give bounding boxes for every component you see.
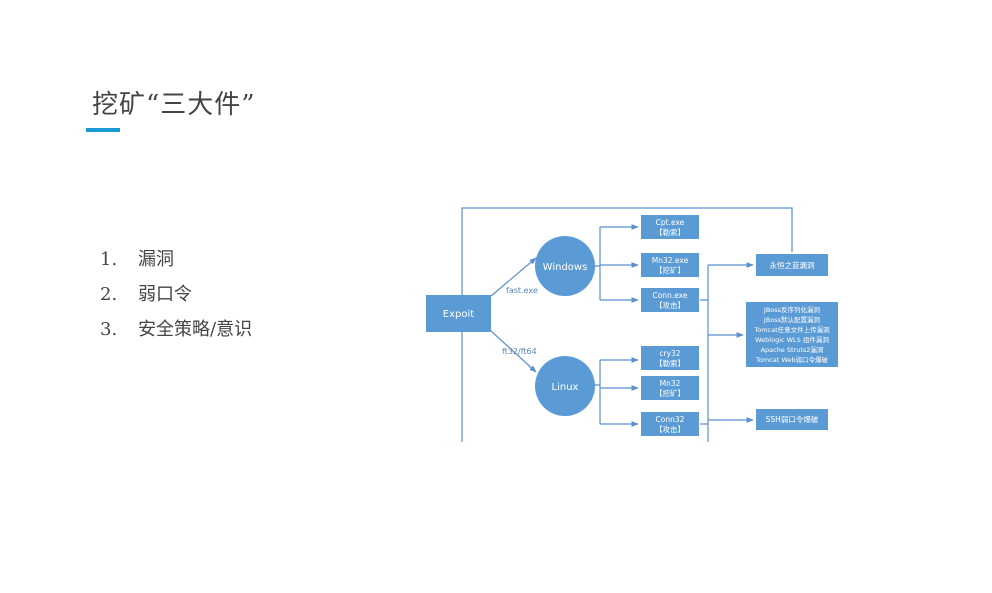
- connector-lines: [461, 207, 793, 442]
- linux-file-name: cry32: [659, 349, 680, 358]
- attack-collector-line: [700, 265, 709, 442]
- linux-file-role: 【勒索】: [655, 358, 685, 368]
- windows-node: [535, 236, 595, 296]
- edge-label-windows: fast.exe: [506, 286, 538, 295]
- linux-file-role: 【挖矿】: [655, 388, 685, 398]
- web-vuln-label: JBoss默认配置漏洞: [763, 315, 821, 324]
- web-vulns-node: [746, 302, 838, 367]
- web-vuln-label: Weblogic WLS 组件漏洞: [755, 335, 829, 344]
- list-item-number: 1.: [100, 249, 118, 270]
- windows-file-name: Conn.exe: [652, 291, 687, 300]
- list-item-number: 3.: [100, 319, 118, 340]
- edge-to-windows: [490, 257, 537, 297]
- windows-file-name: Cpt.exe: [656, 218, 685, 227]
- edge-label-linux: ft32/ft64: [502, 347, 537, 356]
- web-vuln-label: Tomcat任意文件上传漏洞: [753, 325, 830, 334]
- edge-to-linux: [490, 330, 537, 373]
- loop-line-top: [461, 207, 793, 296]
- list-item: 1. 漏洞: [100, 242, 252, 277]
- exploit-node-label: Expoit: [443, 309, 474, 320]
- windows-file-box: [641, 253, 699, 277]
- eternalblue-node: [756, 254, 828, 276]
- linux-file-name: Conn32: [656, 415, 685, 424]
- windows-file-role: 【挖矿】: [655, 265, 685, 275]
- windows-file-name: Mn32.exe: [652, 256, 689, 265]
- windows-file-role: 【勒索】: [655, 227, 685, 237]
- windows-file-role: 【攻击】: [655, 300, 685, 310]
- list-item: 2. 弱口令: [100, 277, 252, 312]
- windows-node-label: Windows: [543, 262, 588, 273]
- diagram-canvas: fast.exe ft32/ft64 Expoit Windows Linux …: [426, 207, 838, 442]
- title-accent-bar: [86, 128, 120, 132]
- list-item-number: 2.: [100, 284, 118, 305]
- list-item: 3. 安全策略/意识: [100, 312, 252, 347]
- list-item-text: 漏洞: [138, 249, 174, 270]
- list-item-text: 弱口令: [138, 284, 192, 305]
- linux-file-role: 【攻击】: [655, 424, 685, 434]
- ssh-bruteforce-label: SSH弱口令爆破: [766, 414, 819, 424]
- web-vuln-label: JBoss反序列化漏洞: [763, 305, 821, 314]
- linux-file-name: Mn32: [660, 379, 681, 388]
- key-points-list: 1. 漏洞 2. 弱口令 3. 安全策略/意识: [100, 242, 252, 347]
- linux-file-box: [641, 376, 699, 400]
- list-item-text: 安全策略/意识: [138, 319, 253, 340]
- windows-file-box: [641, 215, 699, 239]
- eternalblue-label: 永恒之蓝漏洞: [770, 260, 815, 270]
- linux-node-label: Linux: [552, 382, 579, 393]
- web-vuln-label: Apache Struts2漏洞: [761, 345, 824, 354]
- linux-file-box: [641, 346, 699, 370]
- web-vuln-label: Tomcat Web弱口令爆破: [755, 355, 829, 364]
- mining-attack-flow-diagram: fast.exe ft32/ft64 Expoit Windows Linux …: [422, 200, 847, 442]
- exploit-node: [426, 295, 491, 332]
- windows-file-box: [641, 288, 699, 312]
- linux-node: [535, 356, 595, 416]
- ssh-bruteforce-node: [756, 409, 828, 430]
- slide-title: 挖矿“三大件”: [92, 90, 256, 120]
- linux-file-box: [641, 412, 699, 436]
